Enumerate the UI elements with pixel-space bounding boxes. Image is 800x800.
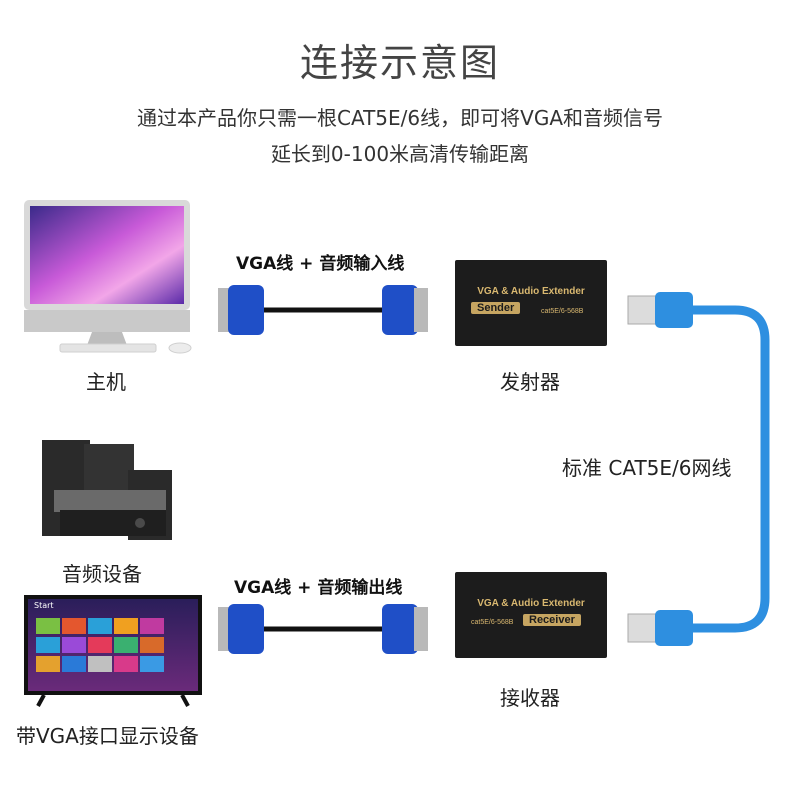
sender-tag: Sender [471,302,521,314]
receiver-label: 接收器 [500,686,560,710]
network-cable-label: 标准 CAT5E/6网线 [562,456,732,480]
diagram-title: 连接示意图 [299,41,500,85]
receiver-tag: Receiver [523,614,581,626]
receiver-box: VGA & Audio Extender cat5E/6-568B Receiv… [455,572,607,658]
receiver-code: cat5E/6-568B [471,619,514,626]
display-label: 带VGA接口显示设备 [16,724,199,748]
sender-label: 发射器 [500,370,560,394]
receiver-header: VGA & Audio Extender [477,598,585,609]
subtitle-line-1: 通过本产品你只需一根CAT5E/6线，即可将VGA和音频信号 [137,106,663,130]
sender-box: VGA & Audio Extender Sender cat5E/6-568B [455,260,607,346]
sender-header: VGA & Audio Extender [477,286,585,297]
vga-output-cable [218,604,428,654]
vga-input-cable [218,285,428,335]
output-cable-label: VGA线 + 音频输出线 [234,578,403,598]
host-label: 主机 [86,370,126,394]
tv-display-icon [24,595,202,707]
subtitle-line-2: 延长到0-100米高清传输距离 [270,142,530,166]
sender-code: cat5E/6-568B [541,308,584,315]
input-cable-label: VGA线 + 音频输入线 [236,254,405,274]
tv-start-text: Start [34,601,54,610]
audio-equipment-icon [42,440,172,540]
network-cable [627,292,770,646]
host-computer-icon [24,200,192,354]
audio-label: 音频设备 [62,562,142,586]
